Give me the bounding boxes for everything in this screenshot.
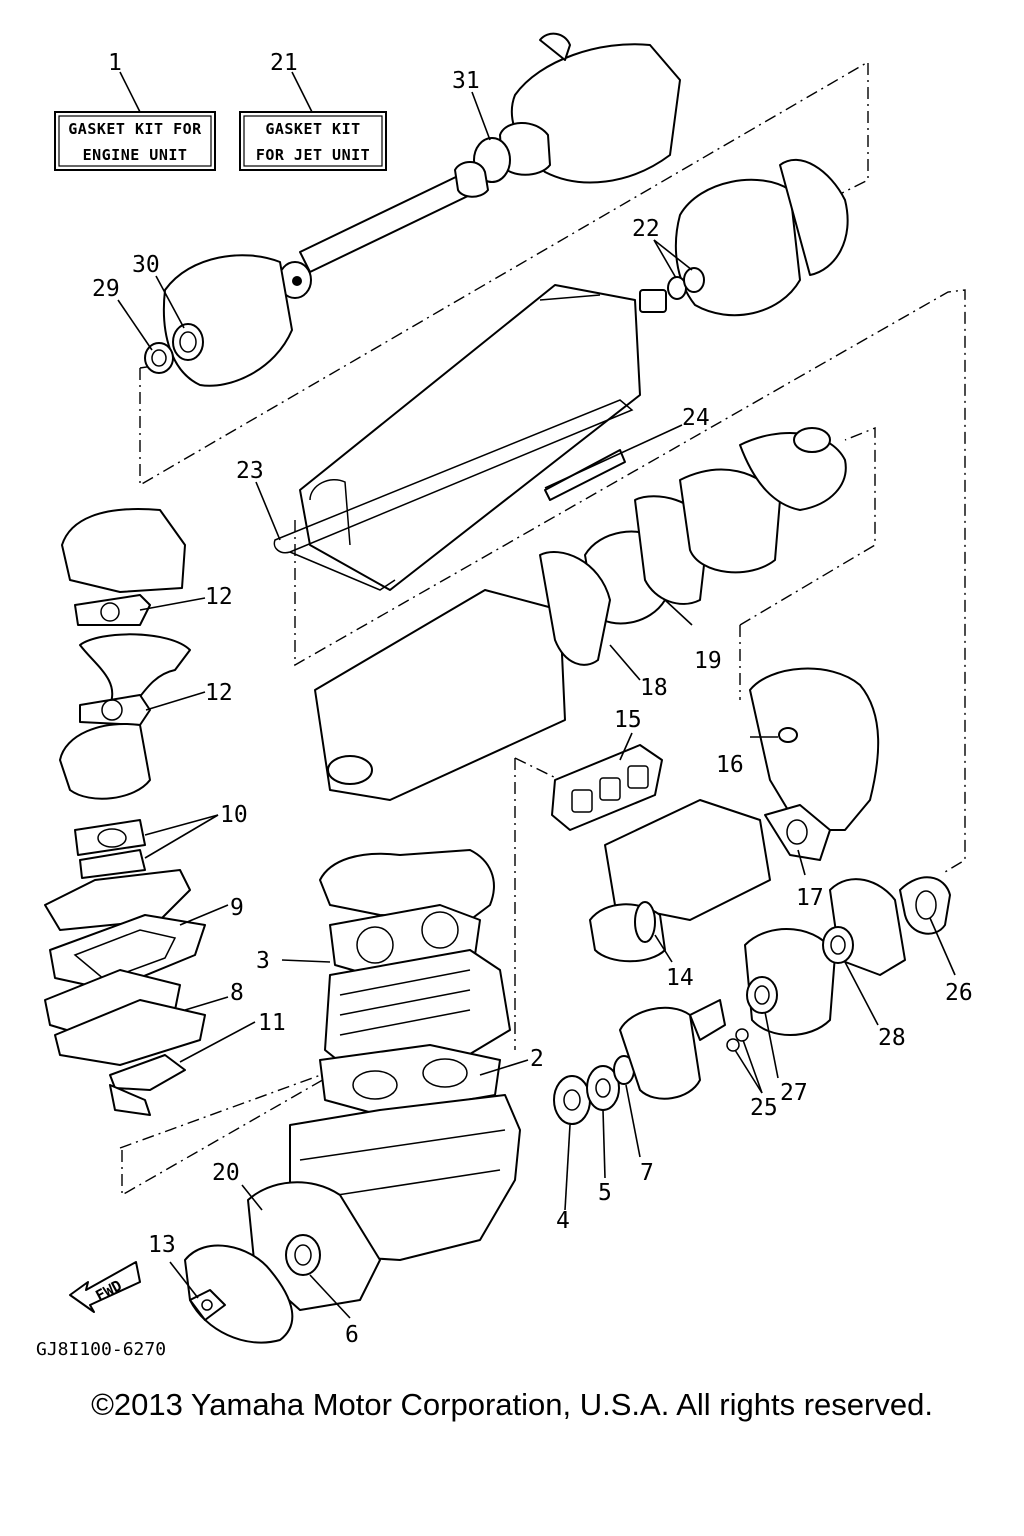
kit-callout-jet: 21	[270, 50, 298, 76]
callout-12-upper: 12	[205, 584, 233, 610]
diagram-canvas: GASKET KIT FOR ENGINE UNIT GASKET KIT FO…	[36, 32, 973, 1360]
water-lock-box	[299, 284, 641, 591]
callout-11: 11	[258, 1010, 286, 1036]
callout-6: 6	[345, 1322, 359, 1348]
bearing-30	[172, 323, 204, 361]
callout-18: 18	[640, 675, 668, 701]
callout-16: 16	[716, 752, 744, 778]
callout-2: 2	[530, 1046, 544, 1072]
callout-15: 15	[614, 707, 642, 733]
callout-12-lower: 12	[205, 680, 233, 706]
gasket-17	[764, 804, 831, 861]
drive-shaft	[278, 161, 489, 299]
callout-8: 8	[230, 980, 244, 1006]
bearing-27	[746, 976, 778, 1014]
kit-engine-line2: ENGINE UNIT	[83, 146, 188, 164]
leader-lines	[117, 71, 956, 1319]
callout-19: 19	[694, 648, 722, 674]
callout-31: 31	[452, 68, 480, 94]
callout-7: 7	[640, 1160, 654, 1186]
callout-29: 29	[92, 276, 120, 302]
callout-28: 28	[878, 1025, 906, 1051]
callout-numbers: 1 21 31 22 30 29 24 23 12 12 19 18 15 16…	[92, 50, 973, 1348]
kit-jet-line2: FOR JET UNIT	[256, 146, 370, 164]
gasket-12-lower	[79, 694, 151, 726]
intake-manifold-gaskets	[44, 914, 206, 1116]
kit-box-jet: GASKET KIT FOR JET UNIT	[239, 111, 387, 171]
gasket-9	[49, 914, 206, 991]
callout-13: 13	[148, 1232, 176, 1258]
gasket-14	[634, 901, 656, 943]
kit-box-engine: GASKET KIT FOR ENGINE UNIT	[54, 111, 216, 171]
gasket-24	[544, 449, 626, 501]
callout-5: 5	[598, 1180, 612, 1206]
callout-3: 3	[256, 948, 270, 974]
gasket-23	[273, 399, 634, 591]
gasket-8	[54, 999, 206, 1066]
fwd-arrow-icon: FWD	[69, 1261, 141, 1313]
oil-seal-29	[144, 342, 174, 374]
callout-30: 30	[132, 252, 160, 278]
carburetor	[59, 723, 151, 800]
crank-seals	[553, 1055, 635, 1125]
callout-4: 4	[556, 1208, 570, 1234]
gasket-12-upper	[74, 594, 151, 626]
gasket-13	[189, 1289, 226, 1321]
oil-seal-6	[285, 1234, 321, 1276]
diagram-code: GJ8I100-6270	[36, 1339, 166, 1360]
callout-26: 26	[945, 980, 973, 1006]
callout-20: 20	[212, 1160, 240, 1186]
kit-callout-engine: 1	[108, 50, 122, 76]
callout-10: 10	[220, 802, 248, 828]
kit-engine-line1: GASKET KIT FOR	[68, 120, 202, 138]
callout-9: 9	[230, 895, 244, 921]
exhaust-chamber	[551, 667, 880, 963]
jet-pump-housing	[473, 32, 681, 184]
gasket-10	[74, 819, 146, 856]
magneto-cover	[184, 1181, 381, 1344]
seal-26	[899, 876, 951, 935]
bearing-28	[822, 926, 854, 964]
copyright-notice: ©2013 Yamaha Motor Corporation, U.S.A. A…	[91, 1387, 933, 1422]
callout-24: 24	[682, 405, 710, 431]
callout-17: 17	[796, 885, 824, 911]
exhaust-pipe	[314, 427, 847, 801]
intermediate-housing	[144, 254, 293, 387]
cylinder-block	[319, 949, 511, 1116]
callout-23: 23	[236, 458, 264, 484]
callout-25: 25	[750, 1095, 778, 1121]
gasket-18	[539, 551, 611, 666]
callout-14: 14	[666, 965, 694, 991]
intake-silencer	[44, 508, 191, 931]
oil-seal-4	[553, 1075, 591, 1125]
callout-27: 27	[780, 1080, 808, 1106]
kit-jet-line1: GASKET KIT	[265, 120, 360, 138]
coupler-and-bearing-housing	[619, 876, 951, 1100]
impeller-duct	[639, 159, 849, 317]
plug-16	[778, 727, 798, 743]
callout-22: 22	[632, 216, 660, 242]
